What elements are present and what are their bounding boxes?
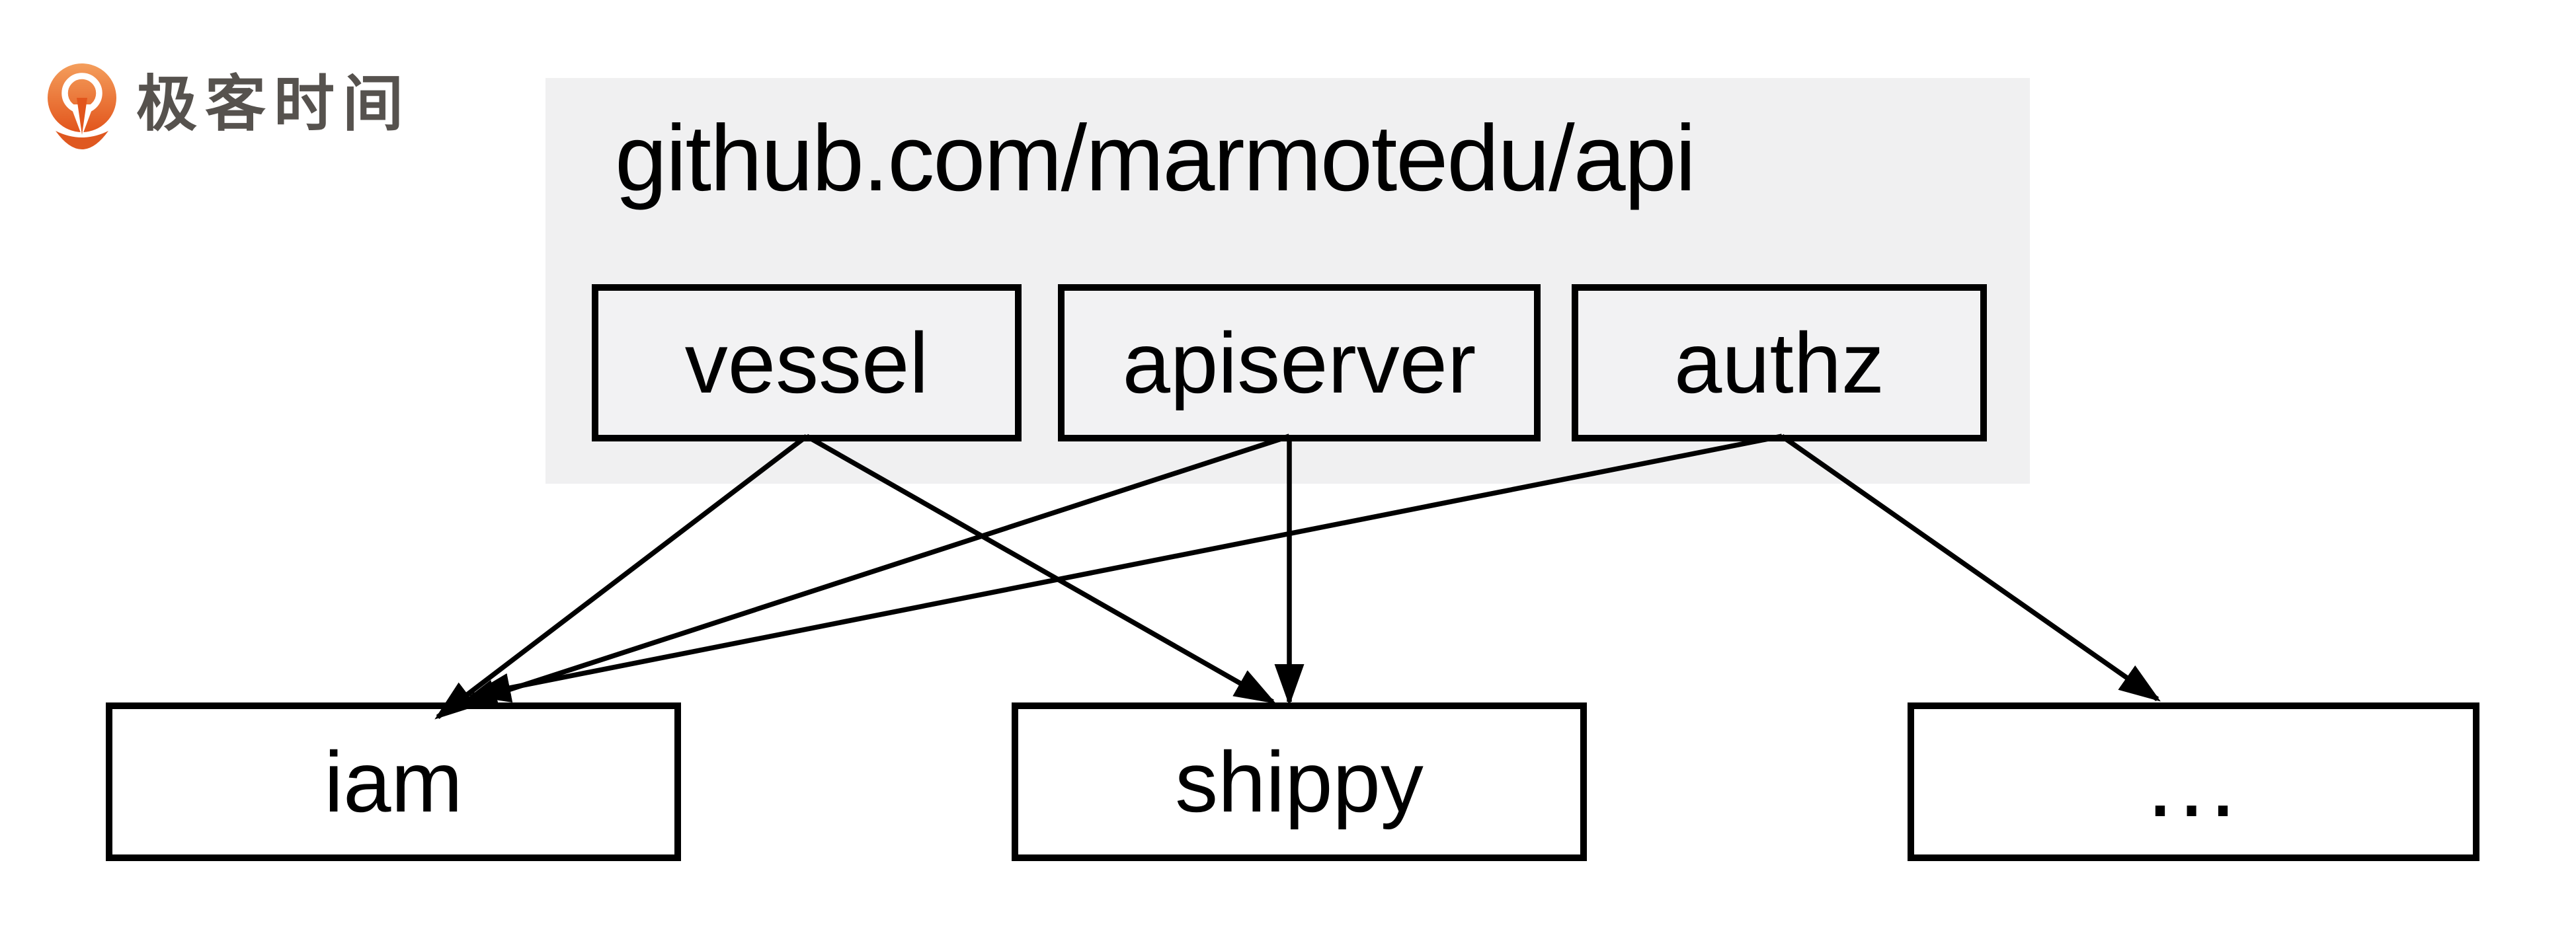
node-ellipsis-label: … [2142, 726, 2245, 837]
node-authz-label: authz [1673, 315, 1885, 411]
node-ellipsis: … [1908, 702, 2479, 861]
node-shippy-label: shippy [1175, 734, 1424, 830]
node-apiserver-label: apiserver [1122, 315, 1476, 411]
logo-needle [77, 98, 87, 135]
node-iam: iam [106, 702, 681, 861]
node-vessel-label: vessel [684, 315, 929, 411]
node-iam-label: iam [324, 734, 463, 830]
logo-text: 极客时间 [136, 71, 412, 138]
node-vessel: vessel [592, 284, 1022, 441]
geektime-logo-icon [48, 63, 116, 149]
repo-title: github.com/marmotedu/api [615, 106, 1696, 211]
node-shippy: shippy [1012, 702, 1587, 861]
logo-swoosh [56, 131, 108, 149]
node-authz: authz [1572, 284, 1987, 441]
node-apiserver: apiserver [1058, 284, 1541, 441]
